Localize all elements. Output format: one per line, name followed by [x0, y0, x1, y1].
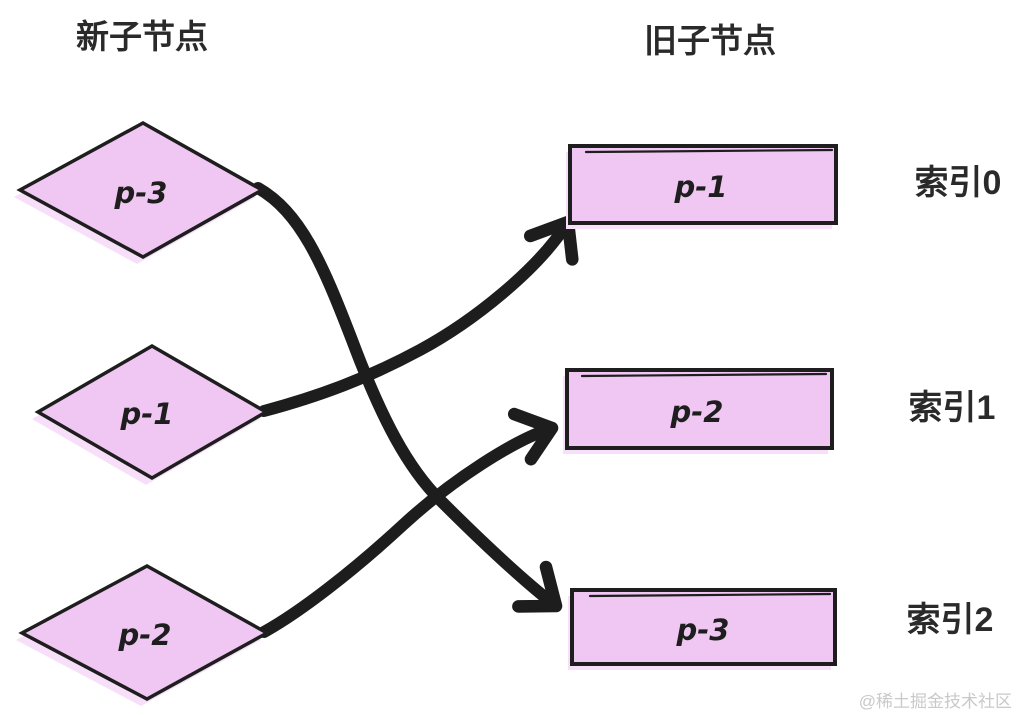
index-label-0: 索引0	[915, 164, 1002, 202]
node-label: p-1	[674, 170, 728, 204]
old-node-p-3: p-3	[568, 588, 837, 670]
diamond-node-p-1	[34, 343, 270, 481]
index-label-2: 索引2	[907, 601, 994, 639]
rect-node-p-3	[570, 588, 837, 666]
old-node-p-1: p-1	[566, 144, 838, 229]
new-node-p-2: p-2	[16, 564, 271, 706]
index-label-1: 索引1	[909, 389, 996, 427]
arrow-new-p1-to-old-p1	[258, 215, 579, 417]
old-children-title: 旧子节点	[644, 22, 776, 59]
new-node-p-1: p-1	[32, 343, 270, 485]
arrow-new-p2-to-old-p2	[258, 407, 559, 638]
rect-node-p-1	[568, 144, 838, 225]
diamond-node-p-2	[18, 564, 271, 701]
rect-node-p-2	[565, 368, 834, 450]
edge-arrows	[252, 182, 579, 638]
hand-redraw-stroke	[584, 148, 834, 154]
watermark: @稀土掘金技术社区	[859, 692, 1012, 711]
node-label: p-3	[114, 176, 168, 210]
node-label: p-1	[120, 397, 174, 431]
arrow-new-p3-to-old-p3	[252, 182, 563, 613]
hand-redraw-stroke	[588, 592, 832, 598]
new-node-p-3: p-3	[14, 120, 266, 264]
node-label: p-2	[118, 618, 172, 652]
node-label: p-3	[676, 613, 730, 647]
node-label: p-2	[670, 395, 724, 429]
hand-redraw-stroke	[580, 372, 828, 378]
old-node-p-2: p-2	[563, 368, 834, 454]
new-children-title: 新子节点	[76, 18, 208, 55]
diamond-node-p-3	[16, 120, 266, 260]
